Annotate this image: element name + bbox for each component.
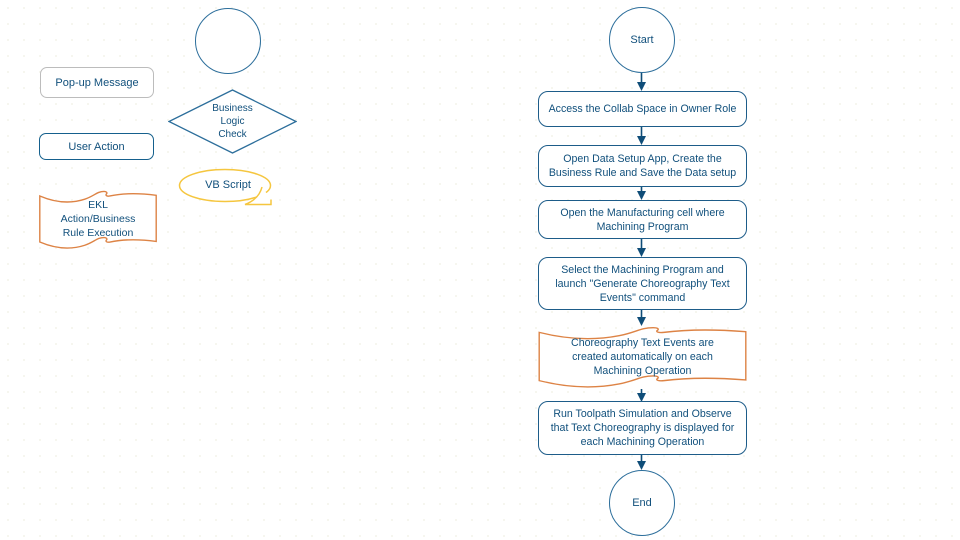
flow-end-label: End: [632, 497, 652, 509]
legend-popup-message-shape: Pop-up Message: [40, 67, 154, 98]
legend-decision-label: Business Logic Check: [212, 103, 253, 140]
arrow-down-icon: [636, 310, 647, 331]
flow-step-text: Select the Machining Program and launch …: [555, 263, 730, 304]
flow-step-text: Choreography Text Events are created aut…: [571, 336, 714, 377]
flow-start-label: Start: [630, 34, 654, 46]
flow-step-open-data-setup: Open Data Setup App, Create the Business…: [538, 145, 747, 187]
legend-user-action-label: User Action: [68, 140, 125, 153]
legend-ekl-label: EKL Action/Business Rule Execution: [60, 199, 136, 239]
flow-step-text: Run Toolpath Simulation and Observe that…: [550, 408, 735, 448]
arrow-down-icon: [636, 389, 647, 407]
arrow-down-icon: [636, 239, 647, 262]
legend-terminator-circle: [195, 8, 261, 74]
legend-user-action-shape: User Action: [39, 133, 154, 160]
flow-step-text: Open Data Setup App, Create the Business…: [548, 153, 737, 179]
flow-step-open-manufacturing-cell: Open the Manufacturing cell where Machin…: [538, 200, 747, 239]
legend-vb-script-callout: VB Script: [178, 168, 278, 210]
flow-step-run-toolpath-simulation: Run Toolpath Simulation and Observe that…: [538, 401, 747, 455]
legend-popup-message-label: Pop-up Message: [55, 76, 139, 89]
flow-end-circle: End: [609, 470, 675, 536]
flow-step-text: Open the Manufacturing cell where Machin…: [560, 206, 725, 233]
flow-step-access-collab-space: Access the Collab Space in Owner Role: [538, 91, 747, 127]
legend-ekl-tape: EKL Action/Business Rule Execution: [38, 187, 158, 251]
legend-vb-script-label: VB Script: [205, 178, 251, 191]
arrow-down-icon: [636, 187, 647, 205]
arrow-down-icon: [636, 455, 647, 475]
flow-step-text: Access the Collab Space in Owner Role: [548, 103, 737, 115]
flow-start-circle: Start: [609, 7, 675, 73]
arrow-down-icon: [636, 127, 647, 150]
flow-step-select-machining-program: Select the Machining Program and launch …: [538, 257, 747, 310]
flow-step-choreography-events-tape: Choreography Text Events are created aut…: [536, 323, 749, 390]
arrow-down-icon: [636, 73, 647, 96]
legend-decision-diamond: Business Logic Check: [168, 89, 297, 154]
